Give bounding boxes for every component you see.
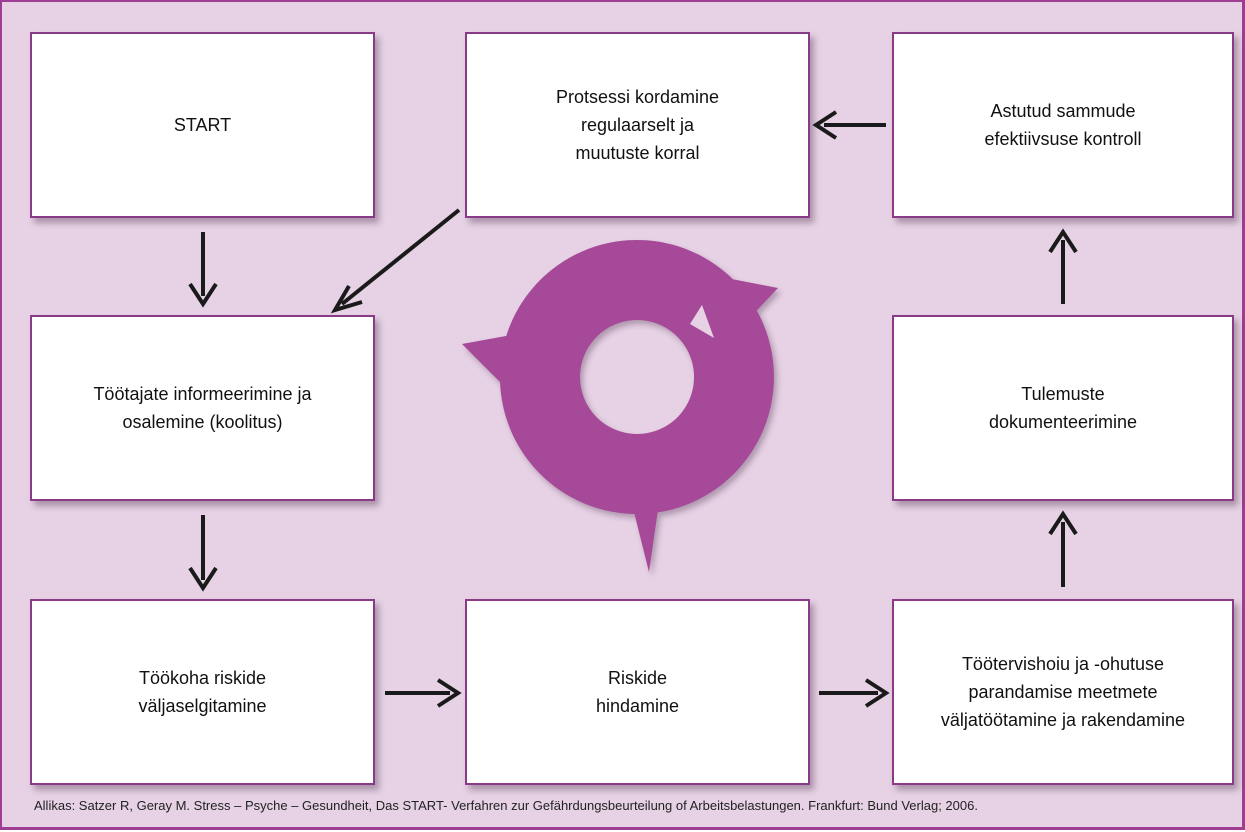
step-develop-measures: Töötervishoiu ja -ohutuse parandamise me…	[892, 599, 1234, 785]
step-assess-risks: Riskide hindamine	[465, 599, 810, 785]
arrow-inform-to-identify	[188, 515, 218, 592]
step-document-results: Tulemuste dokumenteerimine	[892, 315, 1234, 501]
step-effectiveness-control: Astutud sammude efektiivsuse kontroll	[892, 32, 1234, 218]
arrow-assess-to-measures	[819, 678, 890, 708]
source-citation: Allikas: Satzer R, Geray M. Stress – Psy…	[34, 798, 978, 813]
step-identify-risks: Töökoha riskide väljaselgitamine	[30, 599, 375, 785]
step-repeat-process: Protsessi kordamine regulaarselt ja muut…	[465, 32, 810, 218]
arrow-document-to-control	[1048, 228, 1078, 304]
arrow-identify-to-assess	[385, 678, 462, 708]
step-inform-employees: Töötajate informeerimine ja osalemine (k…	[30, 315, 375, 501]
step-start: START	[30, 32, 375, 218]
arrow-start-to-inform	[188, 232, 218, 308]
arrow-control-to-repeat	[812, 110, 886, 140]
arrow-repeat-to-inform	[330, 208, 461, 314]
arrow-measures-to-document	[1048, 510, 1078, 587]
